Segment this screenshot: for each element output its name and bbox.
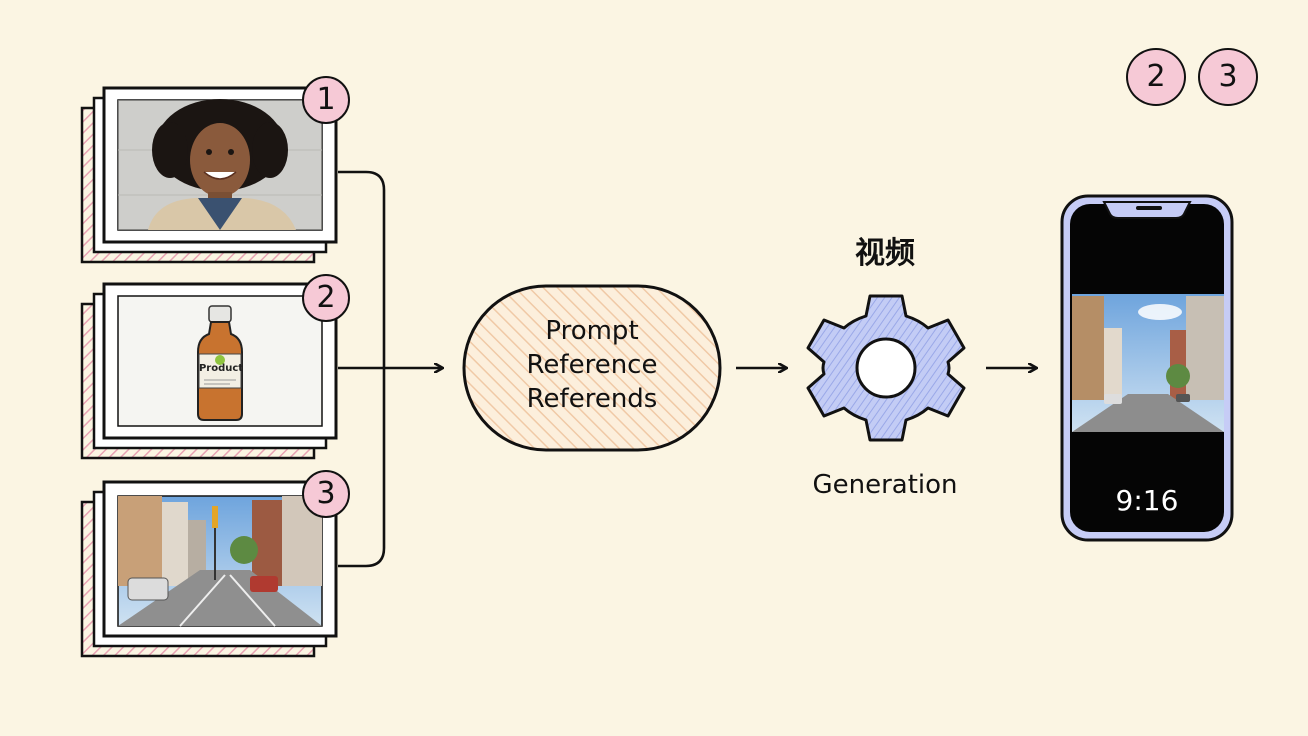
corner-badge-3: 3 <box>1198 48 1258 106</box>
prompt-line-1: Prompt <box>545 316 639 346</box>
phone-icon <box>1060 194 1234 542</box>
corner-badge-2: 2 <box>1126 48 1186 106</box>
prompt-text: Prompt Reference Referends <box>468 314 716 416</box>
input-card-street <box>80 480 338 658</box>
generator-label: Generation <box>812 470 958 500</box>
prompt-line-3: Referends <box>526 384 658 414</box>
input-card-product <box>80 282 338 460</box>
input-badge-2: 2 <box>302 274 350 322</box>
gear-icon <box>806 294 966 442</box>
output-aspect-ratio: 9:16 <box>1115 484 1179 517</box>
input-badge-3: 3 <box>302 470 350 518</box>
product-label: Product <box>198 363 244 374</box>
input-card-portrait <box>80 86 338 264</box>
prompt-line-2: Reference <box>526 350 658 380</box>
prompt-pill <box>462 284 722 452</box>
input-badge-1: 1 <box>302 76 350 124</box>
generator-title: 视频 <box>855 236 915 271</box>
